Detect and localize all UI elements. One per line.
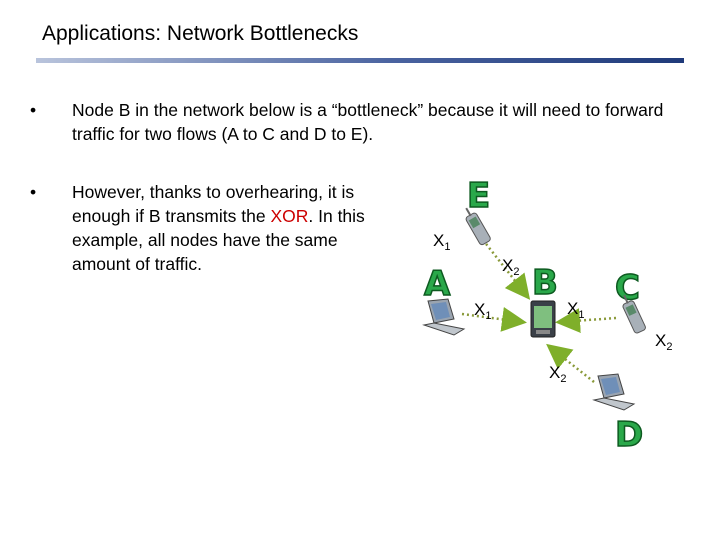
packet-label-x1: X1: [433, 231, 450, 253]
packet-label-x2: X2: [655, 331, 672, 353]
bullet-text: Node B in the network below is a “bottle…: [72, 100, 664, 144]
arrow-e-to-b: [482, 239, 531, 300]
arrow-d-to-b: [546, 343, 595, 383]
title-underline: [36, 58, 684, 63]
bullet-bottleneck: • Node B in the network below is a “bott…: [30, 98, 690, 146]
laptop-icon: [592, 373, 636, 411]
packet-label-x2: X2: [549, 363, 566, 385]
bullet-marker: •: [30, 100, 37, 120]
arrow-c-to-b: [555, 308, 617, 334]
bullet-overhearing: • However, thanks to overhearing, it is …: [30, 180, 370, 276]
packet-label-x1: X1: [567, 299, 584, 321]
bullet-marker: •: [30, 182, 37, 202]
bullet-text-end: . In this example, all nodes have the sa…: [72, 206, 365, 274]
packet-label-x1: X1: [474, 300, 491, 322]
xor-highlight: XOR: [270, 206, 309, 226]
bullet-text: However, thanks to overhearing, it is en…: [72, 180, 370, 276]
bullet-text-start: However, thanks to overhearing, it is en…: [72, 182, 355, 226]
node-label-a: A: [424, 264, 451, 304]
node-label-d: D: [615, 415, 643, 455]
node-label-e: E: [467, 176, 490, 216]
arrow-a-to-b: [461, 306, 527, 332]
phone-icon: [465, 207, 491, 246]
packet-label-x2: X2: [502, 256, 519, 278]
slide-title: Applications: Network Bottlenecks: [42, 22, 359, 45]
node-label-b: B: [532, 263, 558, 303]
laptop-icon: [422, 298, 466, 336]
phone-icon: [622, 294, 646, 334]
pda-icon: [530, 300, 556, 338]
